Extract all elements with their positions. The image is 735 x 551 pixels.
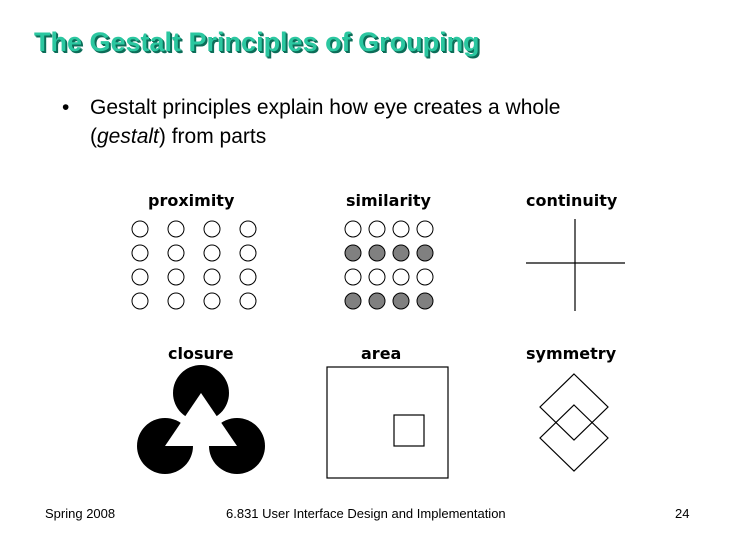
- similarity-filled-circle: [344, 292, 362, 310]
- proximity-circle: [203, 244, 221, 262]
- area-inner-square: [393, 414, 425, 447]
- similarity-circle-grid: [344, 220, 434, 310]
- symmetry-figure: [539, 373, 609, 472]
- slide-title: The Gestalt Principles of Grouping: [34, 27, 480, 57]
- bullet-italic-word: gestalt: [97, 125, 159, 148]
- proximity-circle: [203, 220, 221, 238]
- proximity-circle: [131, 244, 149, 262]
- footer-date: Spring 2008: [45, 506, 116, 521]
- proximity-circle: [203, 268, 221, 286]
- proximity-circle: [131, 220, 149, 238]
- closure-illusory-triangle: [165, 393, 237, 446]
- label-area: area: [361, 344, 402, 363]
- proximity-circle: [239, 268, 257, 286]
- label-proximity: proximity: [148, 191, 235, 210]
- similarity-circle: [392, 220, 410, 238]
- proximity-circle: [167, 292, 185, 310]
- proximity-circle: [167, 268, 185, 286]
- label-continuity: continuity: [526, 191, 618, 210]
- proximity-circle: [131, 292, 149, 310]
- similarity-filled-circle: [368, 244, 386, 262]
- similarity-circle: [368, 268, 386, 286]
- proximity-circle: [167, 244, 185, 262]
- proximity-circle: [203, 292, 221, 310]
- proximity-circle: [131, 268, 149, 286]
- similarity-filled-circle: [344, 244, 362, 262]
- symmetry-lower-diamond: [539, 404, 609, 472]
- symmetry-upper-diamond: [539, 373, 609, 441]
- similarity-filled-circle: [392, 292, 410, 310]
- footer-page-number: 24: [675, 506, 690, 521]
- footer-course: 6.831 User Interface Design and Implemen…: [226, 506, 506, 521]
- bullet-marker: •: [62, 96, 70, 119]
- similarity-circle: [344, 268, 362, 286]
- label-closure: closure: [168, 344, 234, 363]
- similarity-filled-circle: [392, 244, 410, 262]
- bullet-text: Gestalt principles explain how eye creat…: [90, 93, 690, 151]
- similarity-filled-circle: [416, 244, 434, 262]
- closure-figure: [137, 365, 265, 474]
- area-figure: [326, 366, 449, 479]
- proximity-circle: [239, 244, 257, 262]
- bullet-open-paren: (: [90, 125, 97, 148]
- proximity-circle-grid: [131, 220, 257, 310]
- area-outer-square: [326, 366, 449, 479]
- similarity-circle: [416, 220, 434, 238]
- label-similarity: similarity: [346, 191, 431, 210]
- similarity-circle: [392, 268, 410, 286]
- proximity-circle: [167, 220, 185, 238]
- bullet-text-line1: Gestalt principles explain how eye creat…: [90, 96, 561, 119]
- similarity-circle: [344, 220, 362, 238]
- similarity-filled-circle: [368, 292, 386, 310]
- continuity-cross: [526, 219, 625, 311]
- similarity-circle: [416, 268, 434, 286]
- proximity-circle: [239, 220, 257, 238]
- bullet-text-line2: ) from parts: [158, 125, 267, 148]
- proximity-circle: [239, 292, 257, 310]
- similarity-filled-circle: [416, 292, 434, 310]
- label-symmetry: symmetry: [526, 344, 617, 363]
- similarity-circle: [368, 220, 386, 238]
